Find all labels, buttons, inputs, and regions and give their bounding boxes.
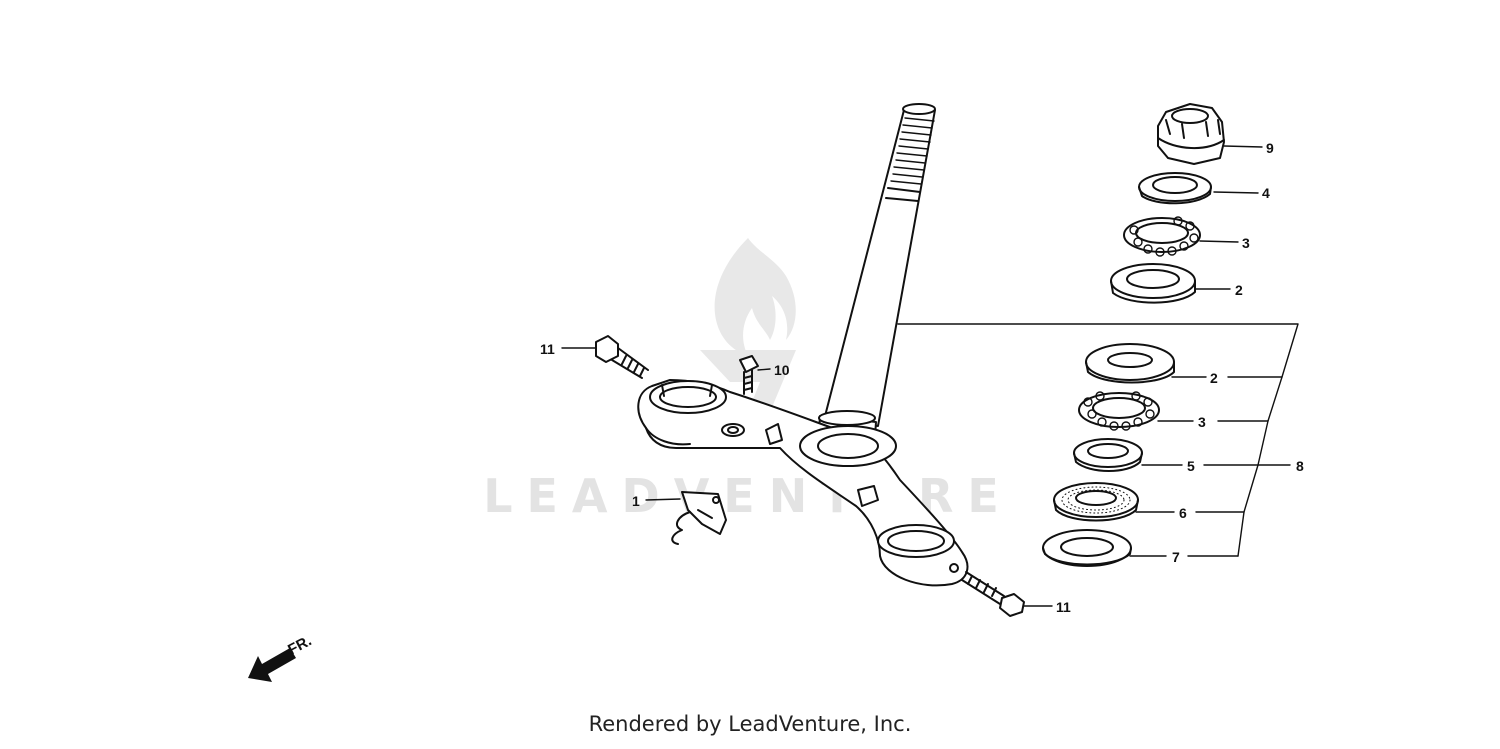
callout-9: 9 bbox=[1266, 140, 1274, 156]
callout-11-left: 11 bbox=[540, 341, 555, 357]
washer-7 bbox=[1042, 529, 1132, 567]
callout-3-upper: 3 bbox=[1242, 235, 1250, 251]
callout-7: 7 bbox=[1172, 549, 1180, 565]
callout-1: 1 bbox=[632, 493, 640, 509]
ball-bearing-upper bbox=[1123, 216, 1201, 257]
watermark-text: LEADVENTURE bbox=[483, 469, 1013, 523]
bearing-cone-upper bbox=[1138, 172, 1212, 205]
callout-6: 6 bbox=[1179, 505, 1187, 521]
bearing-race-upper bbox=[1110, 263, 1196, 304]
watermark-flame-icon bbox=[700, 238, 796, 412]
ball-bearing-lower bbox=[1078, 391, 1160, 431]
dust-seal-6 bbox=[1053, 482, 1139, 522]
steering-stem-nut bbox=[1157, 103, 1225, 165]
bearing-race-lower bbox=[1085, 343, 1175, 384]
callout-4: 4 bbox=[1262, 185, 1270, 201]
callouts: 9 4 3 2 11 10 2 3 5 8 1 6 7 11 bbox=[540, 140, 1304, 615]
hose-clip-1 bbox=[671, 491, 727, 545]
leader-lines bbox=[561, 145, 1299, 607]
callout-5: 5 bbox=[1187, 458, 1195, 474]
callout-10: 10 bbox=[774, 362, 790, 378]
steering-stem-shaft bbox=[823, 103, 936, 427]
clamp-bolt-right bbox=[961, 571, 1025, 617]
clamp-bolt-left bbox=[595, 335, 649, 379]
front-direction-arrow-icon bbox=[248, 648, 296, 682]
callout-2-lower: 2 bbox=[1210, 370, 1218, 386]
steering-stem-lower-bracket bbox=[637, 379, 969, 587]
callout-2-upper: 2 bbox=[1235, 282, 1243, 298]
callout-3-lower: 3 bbox=[1198, 414, 1206, 430]
watermark: LEADVENTURE bbox=[483, 238, 1013, 523]
dust-seal-5 bbox=[1073, 438, 1143, 472]
callout-8: 8 bbox=[1296, 458, 1304, 474]
bolt-10 bbox=[739, 355, 759, 395]
footer-credit: Rendered by LeadVenture, Inc. bbox=[588, 712, 912, 736]
callout-11-right: 11 bbox=[1056, 599, 1071, 615]
